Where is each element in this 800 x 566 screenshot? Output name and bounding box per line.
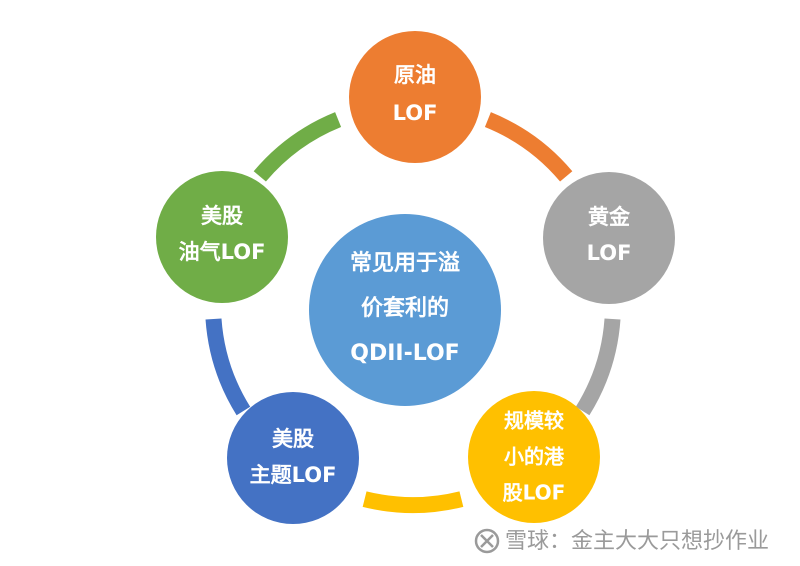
xueqiu-logo-icon <box>474 528 500 554</box>
node-gold-line-1: 黄金 <box>588 205 631 229</box>
node-us-theme: 美股 主题LOF <box>227 392 359 524</box>
ring-arc-us-theme <box>205 318 251 416</box>
ring-arc-gold <box>575 318 621 416</box>
ring-arc-crude-oil <box>484 112 573 182</box>
center-label-line-1: 常见用于溢 <box>350 250 460 276</box>
node-circles: 原油 LOF 黄金 LOF 规模较 小的港 股LOF 美股 主题LOF 美股 油… <box>156 31 675 524</box>
ring-arc-small-hk <box>362 491 464 513</box>
node-crude-oil-circle <box>349 31 481 163</box>
node-gold-line-2: LOF <box>587 241 632 265</box>
node-us-oil-gas: 美股 油气LOF <box>156 171 288 303</box>
node-small-hk-line-3: 股LOF <box>503 481 566 505</box>
node-small-hk: 规模较 小的港 股LOF <box>468 391 600 523</box>
watermark: 雪球：金主大大只想抄作业 <box>474 528 769 554</box>
ring-arc-us-oil-gas <box>253 112 342 182</box>
center-circle-group: 常见用于溢 价套利的 QDII-LOF <box>309 214 501 406</box>
node-gold-circle <box>543 172 675 304</box>
center-circle <box>309 214 501 406</box>
node-us-oil-gas-circle <box>156 171 288 303</box>
node-us-theme-line-2: 主题LOF <box>250 463 337 487</box>
node-gold: 黄金 LOF <box>543 172 675 304</box>
node-us-oil-gas-line-2: 油气LOF <box>179 240 266 264</box>
node-small-hk-line-1: 规模较 <box>504 409 564 433</box>
node-us-theme-circle <box>227 392 359 524</box>
node-us-oil-gas-line-1: 美股 <box>201 204 243 228</box>
node-small-hk-line-2: 小的港 <box>504 445 565 469</box>
node-crude-oil-line-2: LOF <box>393 101 438 125</box>
ring-arcs <box>205 112 621 513</box>
center-label-line-2: 价套利的 <box>361 295 449 321</box>
node-crude-oil: 原油 LOF <box>349 31 481 163</box>
node-us-theme-line-1: 美股 <box>272 427 314 451</box>
center-label-line-3: QDII-LOF <box>350 341 459 366</box>
node-crude-oil-line-1: 原油 <box>394 63 436 87</box>
watermark-text: 雪球：金主大大只想抄作业 <box>505 529 769 554</box>
node-small-hk-circle <box>468 391 600 523</box>
